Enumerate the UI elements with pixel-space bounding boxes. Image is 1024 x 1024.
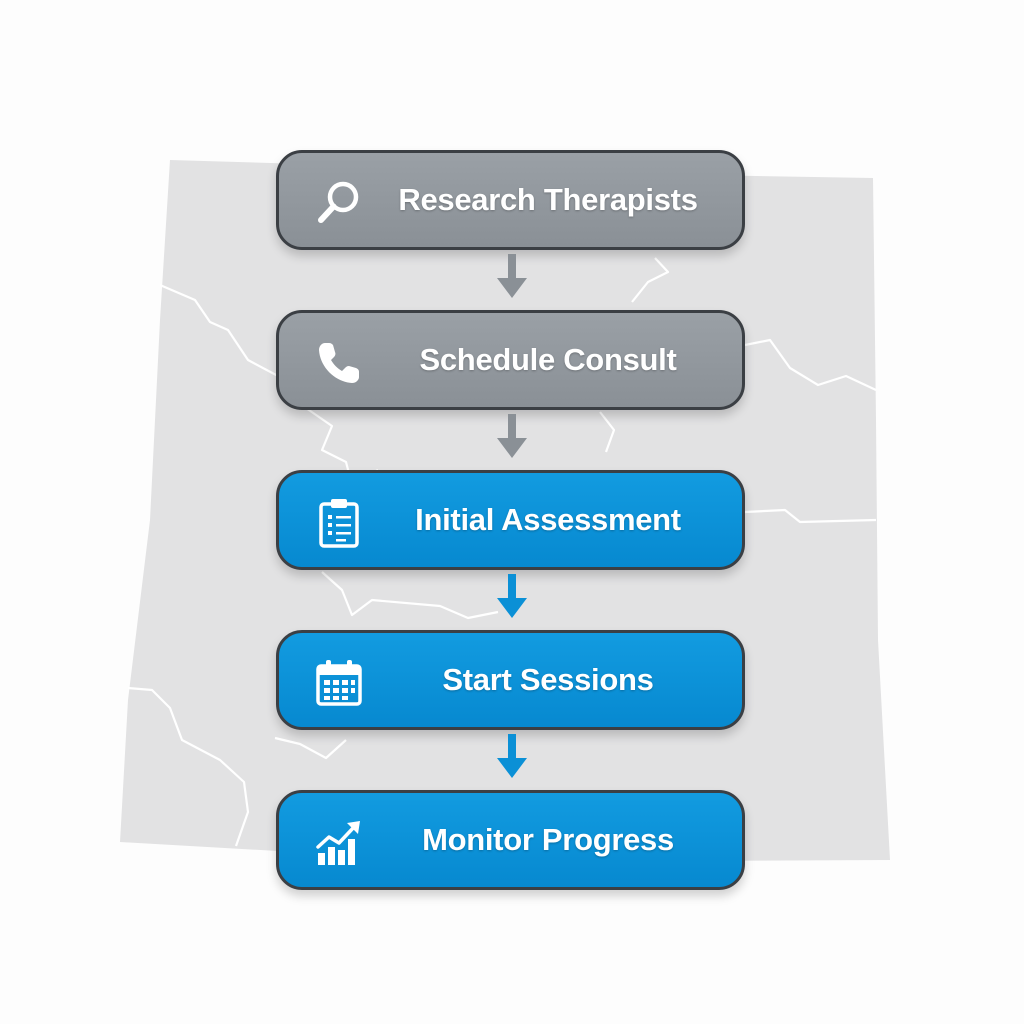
step-label: Schedule Consult bbox=[419, 342, 677, 377]
connector-arrow bbox=[497, 574, 527, 618]
step-label: Initial Assessment bbox=[415, 502, 681, 537]
connector-arrow bbox=[497, 254, 527, 298]
step-label: Start Sessions bbox=[442, 662, 654, 697]
step-monitor-progress[interactable]: Monitor Progress bbox=[276, 790, 745, 890]
step-schedule-consult[interactable]: Schedule Consult bbox=[276, 310, 745, 410]
clipboard-icon bbox=[319, 499, 359, 548]
magnifier-icon bbox=[318, 181, 359, 223]
step-label: Monitor Progress bbox=[422, 822, 674, 857]
connector-arrow bbox=[497, 414, 527, 458]
step-label: Research Therapists bbox=[398, 182, 698, 217]
chart-growth-icon bbox=[316, 821, 360, 865]
phone-icon bbox=[319, 343, 359, 383]
step-initial-assessment[interactable]: Initial Assessment bbox=[276, 470, 745, 570]
connector-arrow bbox=[497, 734, 527, 778]
step-start-sessions[interactable]: Start Sessions bbox=[276, 630, 745, 730]
calendar-icon bbox=[316, 660, 362, 706]
step-research-therapists[interactable]: Research Therapists bbox=[276, 150, 745, 250]
